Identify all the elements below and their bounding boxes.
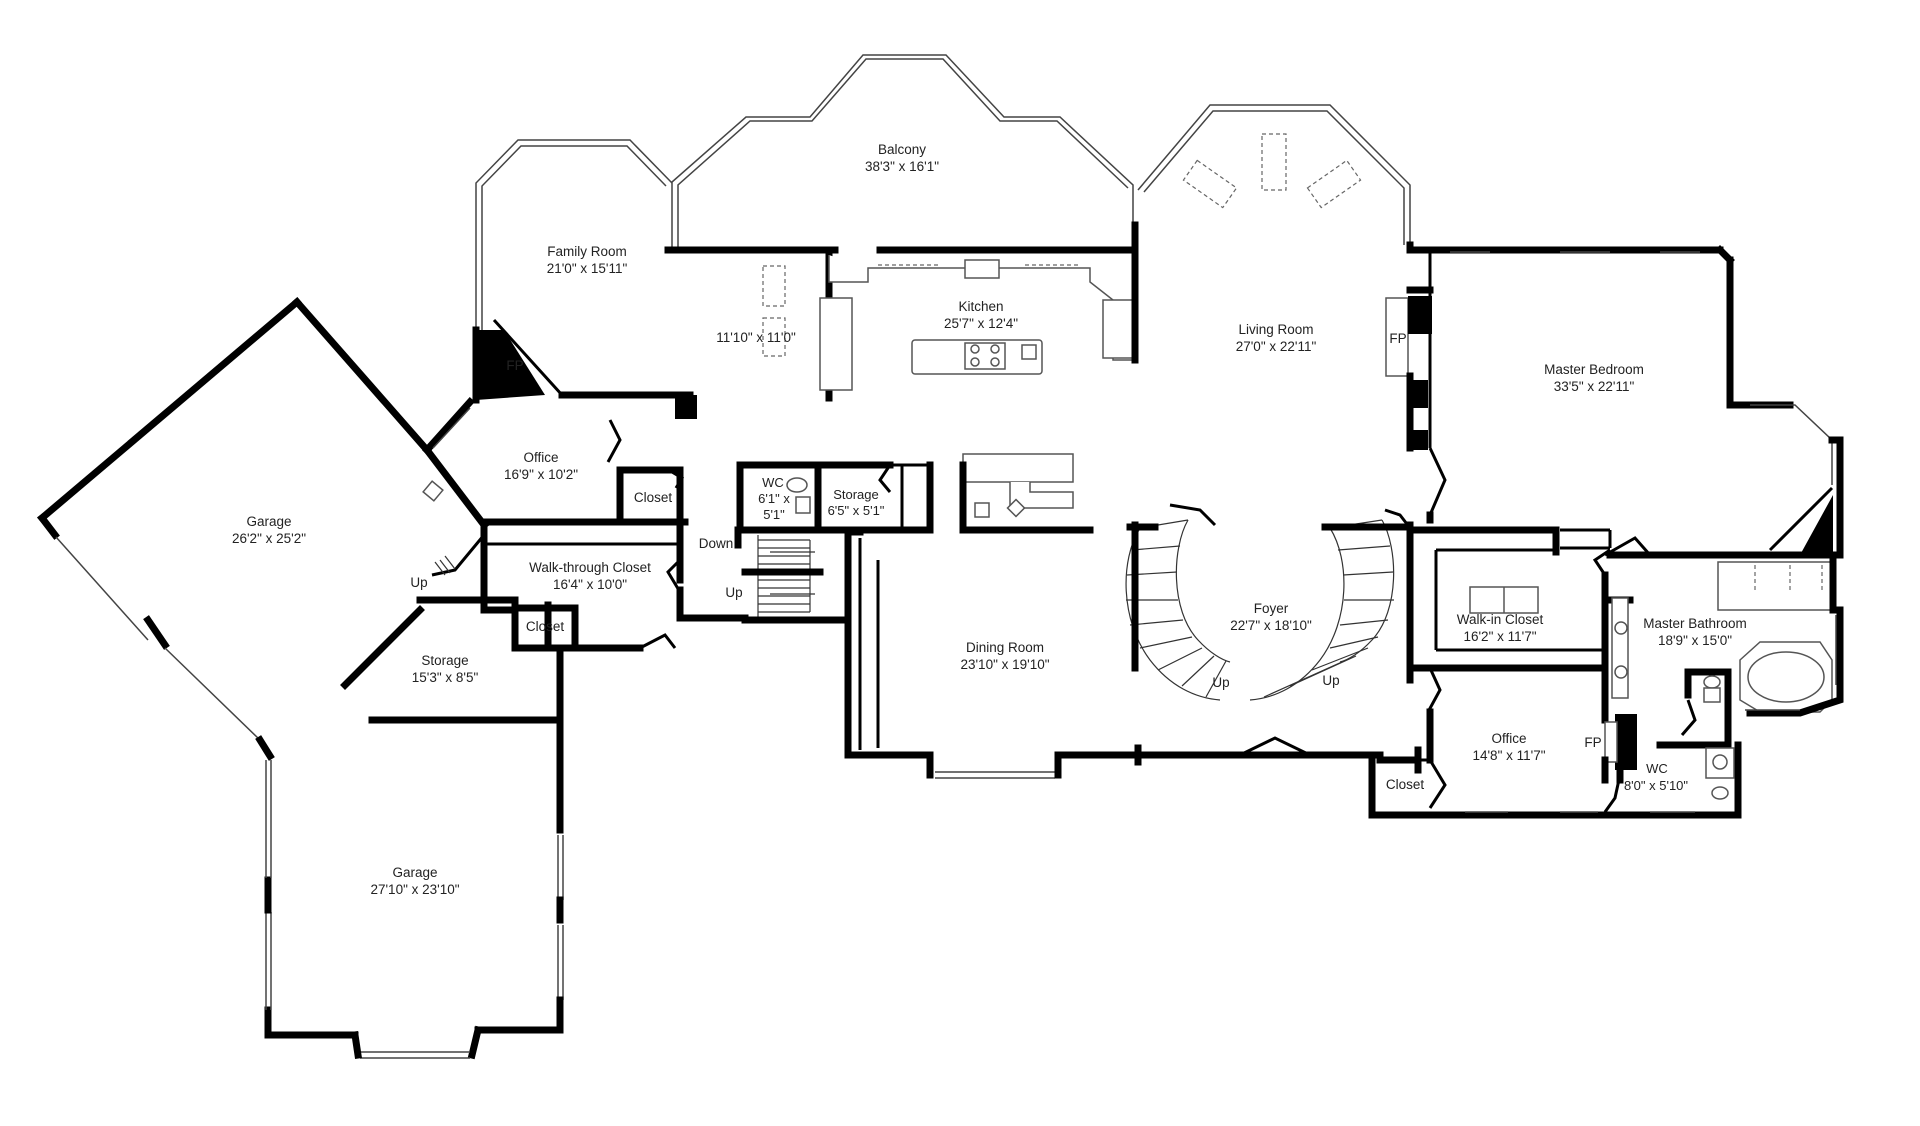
walkthrough-closet-dims: 16'4" x 10'0" xyxy=(553,577,627,592)
closet-label-walkthrough: Closet xyxy=(526,619,565,634)
south-garage-walls xyxy=(264,644,564,1060)
up-label-foyer-west: Up xyxy=(1212,675,1229,690)
balcony-outline xyxy=(664,54,1139,254)
north-garage-walls xyxy=(37,297,519,761)
kitchen-fixtures xyxy=(762,221,1139,402)
walkin-closet-walls xyxy=(1406,526,1612,674)
kitchen-name: Kitchen xyxy=(958,299,1003,314)
master-fireplace-label: FP xyxy=(1584,735,1601,750)
storage-garage-dims: 15'3" x 8'5" xyxy=(412,670,479,685)
closet-label-office: Closet xyxy=(634,490,673,505)
west-stair xyxy=(757,535,815,620)
up-label-foyer-east: Up xyxy=(1322,673,1339,688)
dining-room-walls xyxy=(844,528,1244,779)
garage-north-name: Garage xyxy=(246,514,291,529)
walkthrough-closet-name: Walk-through Closet xyxy=(529,560,651,575)
foyer-name: Foyer xyxy=(1254,601,1289,616)
storage-garage-name: Storage xyxy=(421,653,468,668)
west-office-walls xyxy=(422,419,689,530)
living-fireplace-label: FP xyxy=(1389,331,1406,346)
office-east-name: Office xyxy=(1491,731,1526,746)
east-office-walls xyxy=(1368,664,1742,819)
foyer-walls xyxy=(1125,503,1422,764)
living-room-dims: 27'0" x 22'11" xyxy=(1236,339,1317,354)
dining-room-dims: 23'10" x 19'10" xyxy=(960,657,1049,672)
master-bathroom-dims: 18'9" x 15'0" xyxy=(1658,633,1732,648)
office-west-name: Office xyxy=(523,450,558,465)
office-east-dims: 14'8" x 11'7" xyxy=(1472,748,1545,763)
master-bedroom-name: Master Bedroom xyxy=(1544,362,1644,377)
family-fireplace-label: FP xyxy=(506,358,523,373)
balcony-name: Balcony xyxy=(878,142,926,157)
wc-west-dims-a: 6'1" x xyxy=(758,491,790,506)
office-west-dims: 16'9" x 10'2" xyxy=(504,467,578,482)
up-label-garage: Up xyxy=(410,575,427,590)
storage-small-name: Storage xyxy=(833,487,879,502)
pantry-fixtures xyxy=(959,453,1094,534)
family-room-name: Family Room xyxy=(547,244,627,259)
balcony-dims: 38'3" x 16'1" xyxy=(865,159,939,174)
wc-east-dims: 8'0" x 5'10" xyxy=(1624,778,1688,793)
walkin-closet-dims: 16'2" x 11'7" xyxy=(1463,629,1536,644)
foyer-dims: 22'7" x 18'10" xyxy=(1230,618,1312,633)
nook-dims: 11'10" x 11'0" xyxy=(716,330,796,345)
storage-small-dims: 6'5" x 5'1" xyxy=(828,503,885,518)
west-service-walls xyxy=(734,461,934,759)
family-room-dims: 21'0" x 15'11" xyxy=(547,261,628,276)
wc-west-name: WC xyxy=(762,475,784,490)
garage-south-dims: 27'10" x 23'10" xyxy=(370,882,459,897)
wc-west-dims-b: 5'1" xyxy=(763,507,785,522)
garage-north-dims: 26'2" x 25'2" xyxy=(232,531,306,546)
down-label: Down xyxy=(699,536,734,551)
up-label-west-stair: Up xyxy=(725,585,742,600)
east-curved-stair xyxy=(1249,508,1414,701)
west-curved-stair xyxy=(1125,503,1231,701)
master-bathroom-name: Master Bathroom xyxy=(1643,616,1747,631)
walkin-closet-name: Walk-in Closet xyxy=(1457,612,1544,627)
kitchen-dims: 25'7" x 12'4" xyxy=(944,316,1018,331)
living-room-walls xyxy=(1137,104,1434,452)
master-bathroom-walls xyxy=(1601,486,1844,749)
wc-east-name: WC xyxy=(1646,761,1668,776)
closet-label-office-east: Closet xyxy=(1386,777,1425,792)
room-labels: Balcony 38'3" x 16'1" Family Room 21'0" … xyxy=(232,142,1747,897)
master-bedroom-dims: 33'5" x 22'11" xyxy=(1554,379,1635,394)
master-bedroom-walls xyxy=(1426,245,1844,559)
walkthrough-closet-walls xyxy=(480,518,749,652)
living-room-name: Living Room xyxy=(1238,322,1313,337)
family-fireplace xyxy=(476,330,545,400)
family-room-walls xyxy=(422,139,697,455)
dining-room-name: Dining Room xyxy=(966,640,1044,655)
garage-south-name: Garage xyxy=(392,865,437,880)
